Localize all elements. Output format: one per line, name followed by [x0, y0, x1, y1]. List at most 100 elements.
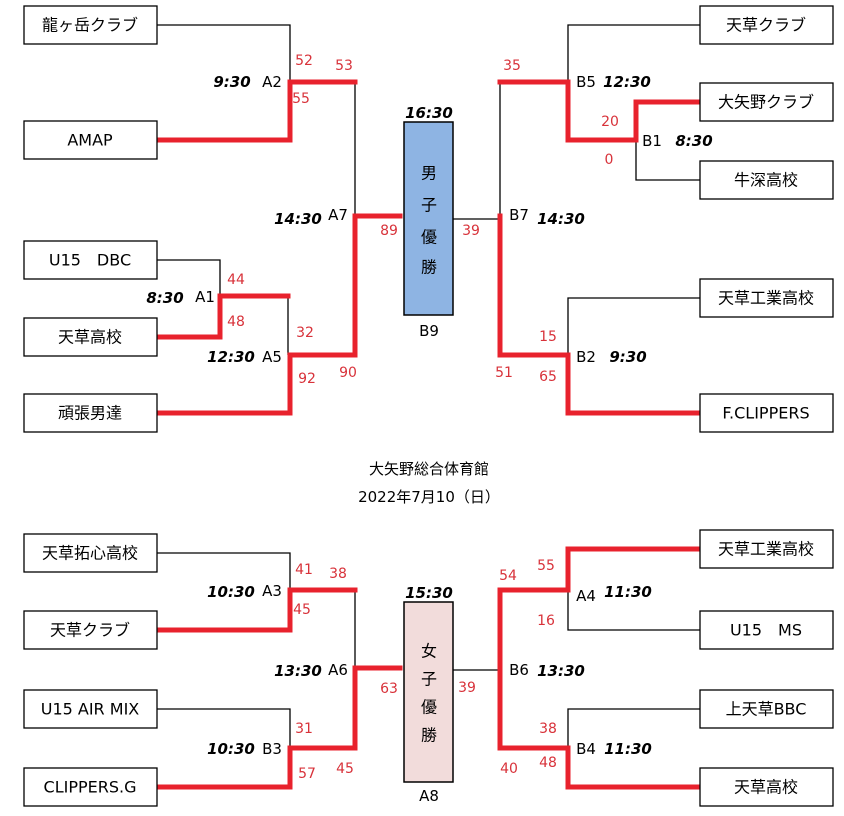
score: 15 — [539, 329, 557, 345]
venue-name: 大矢野総合体育館 — [369, 460, 489, 478]
women-bracket: 天草拓心高校 天草クラブ U15 AIR MIX CLIPPERS.G 天草工業… — [23, 529, 834, 807]
team-box — [23, 120, 158, 160]
score: 54 — [499, 568, 517, 584]
score: 41 — [295, 562, 313, 578]
team-box — [699, 610, 834, 650]
final-code: B9 — [419, 322, 439, 340]
team-box — [699, 393, 834, 433]
team-name: 天草工業高校 — [718, 289, 814, 308]
team-box — [699, 767, 834, 807]
match-code: A1 — [195, 288, 215, 306]
match-code: A7 — [328, 206, 348, 224]
champion-label-char: 優 — [421, 698, 437, 717]
match-code: A6 — [328, 661, 348, 679]
score: 55 — [537, 558, 555, 574]
champion-label-char: 勝 — [421, 726, 437, 745]
score: 52 — [295, 53, 313, 69]
score: 48 — [539, 755, 557, 771]
match-time: 10:30 — [207, 740, 255, 758]
final-time: 15:30 — [405, 584, 453, 602]
match-time: 10:30 — [207, 583, 255, 601]
team-box — [23, 610, 158, 650]
score: 32 — [296, 325, 314, 341]
team-box — [699, 689, 834, 729]
team-name: U15 AIR MIX — [41, 700, 140, 719]
team-box — [699, 278, 834, 318]
team-box — [23, 317, 158, 357]
score: 57 — [298, 766, 316, 782]
match-code: A3 — [262, 582, 282, 600]
men-bracket: 龍ヶ岳クラブ AMAP U15 DBC 天草高校 頑張男達 天草クラブ 大矢野ク… — [23, 5, 834, 433]
match-time: 8:30 — [146, 289, 183, 307]
match-code: B2 — [576, 348, 596, 366]
champion-label-char: 女 — [421, 642, 437, 661]
team-box — [699, 5, 834, 45]
team-name: 牛深高校 — [734, 171, 798, 190]
score: 38 — [329, 566, 347, 582]
match-time: 9:30 — [609, 348, 646, 366]
score: 92 — [298, 371, 316, 387]
champion-label-char: 男 — [421, 164, 437, 183]
final-code: A8 — [419, 787, 439, 805]
team-name: 龍ヶ岳クラブ — [42, 16, 138, 35]
score: 35 — [503, 58, 521, 74]
team-name: 天草拓心高校 — [42, 544, 138, 563]
match-code: B3 — [262, 740, 282, 758]
match-time: 11:30 — [604, 583, 652, 601]
match-time: 12:30 — [603, 73, 651, 91]
team-name: CLIPPERS.G — [44, 778, 137, 797]
team-box — [23, 240, 158, 280]
team-name: U15 DBC — [49, 251, 131, 270]
team-box — [23, 767, 158, 807]
match-time: 13:30 — [537, 662, 585, 680]
match-code: B1 — [642, 132, 662, 150]
score: 65 — [539, 369, 557, 385]
team-name: 天草工業高校 — [718, 540, 814, 559]
score: 45 — [336, 761, 354, 777]
team-name: 天草高校 — [734, 778, 798, 797]
team-box — [23, 689, 158, 729]
match-code: A5 — [262, 348, 282, 366]
match-time: 12:30 — [207, 348, 255, 366]
score: 51 — [495, 365, 513, 381]
score: 44 — [227, 272, 245, 288]
team-box — [699, 82, 834, 122]
team-name: 大矢野クラブ — [718, 93, 814, 112]
team-box — [699, 160, 834, 200]
team-box — [23, 5, 158, 45]
score: 20 — [601, 114, 619, 130]
score: 38 — [539, 721, 557, 737]
score: 40 — [500, 761, 518, 777]
match-code: A2 — [262, 73, 282, 91]
team-name: 天草高校 — [58, 328, 122, 347]
champion-label-char: 子 — [421, 196, 437, 215]
team-box — [699, 529, 834, 569]
champion-label-char: 優 — [421, 228, 437, 247]
score: 45 — [293, 602, 311, 618]
team-box — [23, 533, 158, 573]
team-name: U15 MS — [730, 621, 802, 640]
score: 39 — [458, 680, 476, 696]
champion-label-char: 子 — [421, 670, 437, 689]
team-box — [23, 393, 158, 433]
match-time: 9:30 — [213, 73, 250, 91]
team-name: 天草クラブ — [50, 621, 130, 640]
score: 16 — [537, 613, 555, 629]
team-name: 上天草BBC — [726, 700, 807, 719]
event-date: 2022年7月10（日） — [358, 488, 500, 506]
match-time: 8:30 — [675, 132, 712, 150]
team-name: AMAP — [67, 131, 113, 150]
score: 39 — [462, 223, 480, 239]
score: 55 — [292, 91, 310, 107]
score: 0 — [605, 152, 614, 168]
match-code: A4 — [576, 587, 596, 605]
match-time: 11:30 — [604, 740, 652, 758]
match-code: B4 — [576, 740, 596, 758]
match-time: 14:30 — [274, 210, 322, 228]
team-name: 天草クラブ — [726, 16, 806, 35]
score: 90 — [339, 365, 357, 381]
champion-label-char: 勝 — [421, 258, 437, 277]
champion-box — [403, 601, 454, 783]
score: 53 — [335, 58, 353, 74]
